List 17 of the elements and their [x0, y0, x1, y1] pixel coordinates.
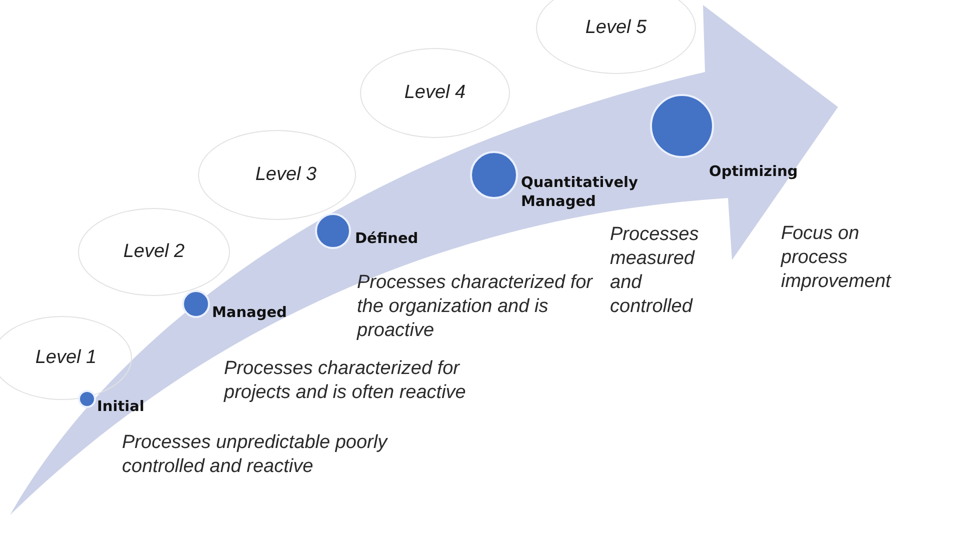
stage-description: Processes characterized for the organization and is proactive	[357, 271, 594, 343]
stage-description: Processes unpredictable poorly controlled and reactive	[122, 431, 389, 479]
stage-description: Focus on process improvement	[781, 222, 892, 294]
stage-description: Processes characterized for projects and is often reactive	[224, 357, 467, 405]
level-ellipse	[360, 48, 510, 138]
level-label: Level 3	[255, 164, 317, 186]
level-label: Level 2	[123, 241, 185, 263]
level-ellipse	[536, 0, 696, 74]
level-label: Level 4	[404, 82, 466, 104]
stage-description: Processes measured and controlled	[610, 223, 700, 319]
stage-name: Managed	[212, 304, 288, 323]
stage-name: Quantitatively Managed	[521, 174, 639, 212]
stage-name: Initial	[97, 398, 146, 417]
stage-name: Optimizing	[709, 163, 799, 182]
level-label: Level 1	[35, 347, 97, 369]
stage-name: Défined	[355, 230, 420, 249]
level-label: Level 5	[585, 17, 647, 39]
